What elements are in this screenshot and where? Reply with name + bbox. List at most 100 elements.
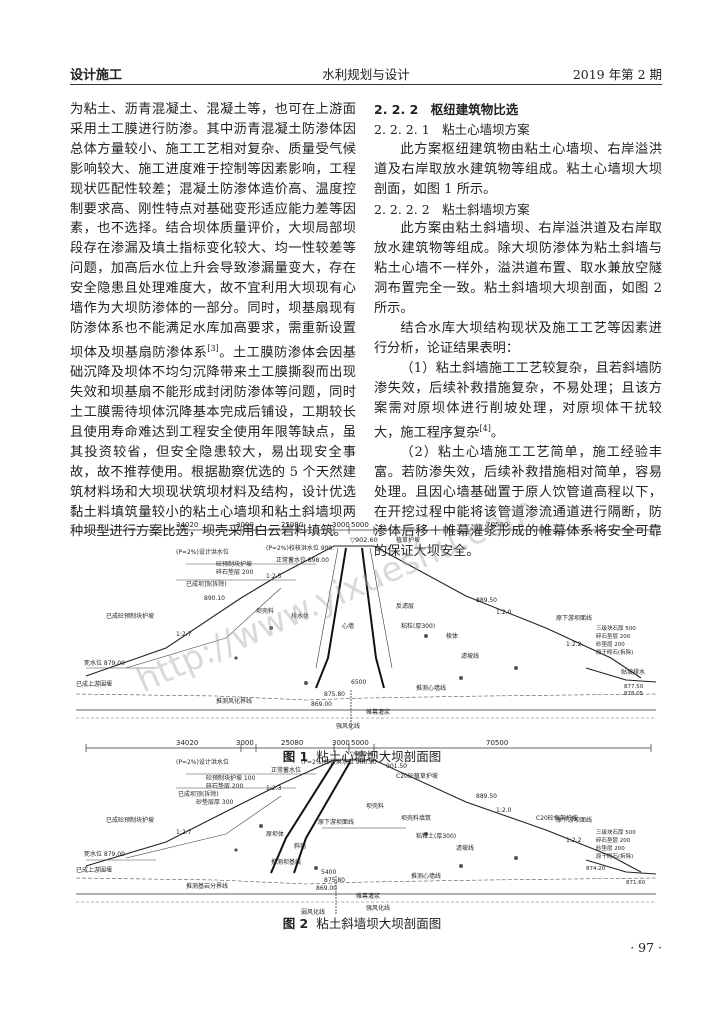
figure-label: 3000 — [332, 739, 350, 747]
figure-label: 砂垫层 200 — [596, 640, 625, 648]
figure-label: 棱体 — [446, 632, 458, 640]
figure-label: 砂垫层 200 — [596, 844, 625, 852]
figure-label: 5000 — [351, 739, 369, 747]
figure-label: 已成砼预制块护坡 — [106, 816, 154, 824]
figure-label: 原下游坝面线 — [556, 614, 592, 622]
figure-label: 已成坝顶(拆除) — [186, 580, 227, 588]
figure-label: 1:2.7 — [176, 829, 192, 836]
figure-label: 889.50 — [476, 597, 497, 604]
left-column: 为粘土、沥青混凝土、混凝土等，也可在上游面采用土工膜进行防渗。其中沥青混凝土防渗… — [70, 100, 356, 542]
figure-label: 三级块石厚 500 — [596, 624, 636, 632]
header-section: 设计施工 — [70, 68, 123, 83]
figure-label: 碎石垫层 200 — [596, 836, 631, 844]
figure-label: 植草护坡 — [396, 536, 420, 544]
figure-label: 1:2.2 — [566, 837, 582, 844]
figure-label: 已成上游围堰 — [76, 680, 112, 688]
figure-label: 推测心墙线 — [411, 872, 441, 880]
figure-label: 3000 — [236, 739, 254, 747]
fig1-dim-4: 3000 — [332, 521, 350, 529]
heading-2-2-2-1: 2. 2. 2. 1 粘土心墙坝方案 — [374, 121, 530, 137]
figure-label: 死水位 879.00 — [84, 850, 125, 858]
citation-4[interactable]: [4] — [479, 423, 491, 433]
figure-label: 砼预制块护坡 — [216, 560, 252, 568]
figure-label: 原干砌石(拆除) — [596, 648, 633, 656]
figure-label: 877.50 — [624, 684, 644, 690]
figure-label: C20砼植草护坡 — [396, 772, 438, 780]
figure-label: 滤坡线 — [461, 652, 479, 660]
fig1-dim-6: 70500 — [486, 521, 508, 529]
header-journal: 水利规划与设计 — [322, 67, 410, 82]
figure-label: 帷幕灌浆 — [366, 708, 390, 716]
figure-label: 869.00 — [316, 885, 337, 892]
para-sloping-wall-scheme: 此方案由粘土斜墙坝、右岸溢洪道及右岸取放水建筑物等组成。除大坝防渗体为粘土斜墙与… — [374, 221, 662, 317]
right-column: 2. 2. 2 枢纽建筑物比选 2. 2. 2. 1 粘土心墙坝方案 此方案枢纽… — [374, 100, 662, 562]
figure-label: 弱风化线 — [301, 908, 325, 916]
figure-label: 帷幕灌浆 — [356, 892, 380, 900]
figure-label: 878.05 — [624, 691, 644, 697]
figure-label: 原下游坝面线 — [556, 816, 592, 824]
figure-label: 正常蓄水位 898.00 — [276, 556, 329, 564]
figure-label: 1:2.5 — [266, 573, 282, 580]
figure-label: 坝壳料填筑 — [401, 814, 431, 822]
figure-label: 排水体 — [291, 612, 309, 620]
figure-1-core-wall-section: 34020 3000 25080 3000 5000 70500 ▽902.60… — [75, 521, 657, 730]
citation-3[interactable]: [3] — [207, 343, 219, 353]
figure-label: 砂垫层厚 300 — [196, 798, 234, 806]
figure-label: 889.50 — [476, 793, 497, 800]
figure-label: 原下游坝面线 — [318, 818, 354, 826]
figure-label: 强风化线 — [366, 904, 390, 912]
figure-label: (P=2%)设计洪水位 — [176, 758, 229, 766]
left-paragraph: 为粘土、沥青混凝土、混凝土等，也可在上游面采用土工膜进行防渗。其中沥青混凝土防渗… — [70, 102, 356, 540]
fig1-dim-1: 34020 — [176, 521, 198, 529]
figure-label: 推测坝基线 — [271, 858, 301, 866]
fig1-dim-5: 5000 — [351, 521, 369, 529]
figure-label: 碎石垫层 200 — [216, 568, 254, 576]
running-header: 设计施工 水利规划与设计 2019 年第 2 期 — [70, 62, 662, 85]
para-analysis: 结合水库大坝结构现状及施工工艺等因素进行分析，论证结果表明： — [374, 320, 662, 356]
figure-label: 869.00 — [311, 701, 332, 708]
figure-label: 1:2.3 — [266, 785, 282, 792]
figure-label: 已成坝顶(拆除) — [178, 790, 219, 798]
figure-label: 875.80 — [324, 691, 345, 698]
figure-label: 砼预制块护坡 100 — [206, 774, 256, 782]
para-core-wall-scheme: 此方案枢纽建筑物由粘土心墙坝、右岸溢洪道及右岸取放水建筑物等组成。粘土心墙坝大坝… — [374, 141, 662, 197]
figure-label: 1:2.7 — [176, 631, 192, 638]
figure-label: 890.10 — [204, 595, 225, 602]
header-issue: 2019 年第 2 期 — [572, 67, 662, 82]
figure-label: 1:2.2 — [566, 641, 582, 648]
figure-label: 粘粒(厚300) — [401, 622, 435, 630]
figure-label: 6500 — [351, 679, 366, 686]
figure-label: 871.60 — [626, 880, 646, 886]
figure-label: 死水位 879.00 — [84, 659, 125, 667]
figure-label: (P=2%)设计洪水位 — [176, 548, 229, 556]
figure-label: 874.20 — [586, 866, 606, 872]
figure-label: 25080 — [281, 739, 303, 747]
figure-label: C20砼框架护坡 — [536, 814, 578, 822]
figure-label: ▽902.60 — [350, 536, 378, 544]
figure-label: 坝壳料 — [366, 802, 384, 810]
page-number: · 97 · — [630, 940, 662, 955]
figure-label: 推测风化界线 — [216, 697, 252, 705]
fig1-dim-3: 25080 — [281, 521, 303, 529]
figure-label: 斜墙 — [294, 842, 306, 850]
figure-label: 滤坡线 — [456, 844, 474, 852]
figure-label: (P=2%)校核洪水位 900. — [266, 544, 334, 552]
figure-label: 原干砌石(拆除) — [596, 852, 633, 860]
figure-label: 心墙 — [342, 622, 354, 630]
figure-label: 原坝体 — [266, 830, 284, 838]
figure-label: 70500 — [486, 739, 508, 747]
para-point-1: （1）粘土斜墙施工工艺较复杂，且若斜墙防渗失效，后续补救措施复杂，不易处理；且该… — [374, 360, 662, 440]
heading-2-2-2-2: 2. 2. 2. 2 粘土斜墙坝方案 — [374, 201, 530, 217]
figure-label: 碎石垫层 200 — [596, 632, 631, 640]
figure-label: 三级块石厚 500 — [596, 828, 636, 836]
figure-label: 901.50 — [386, 763, 407, 770]
figure-label: 已成砼预制块护坡 — [106, 612, 154, 620]
figure-label: 反滤层 — [396, 602, 414, 610]
figure-label: 坝壳料 — [256, 607, 274, 615]
figure-label: 推测心墙线 — [416, 684, 446, 692]
figure-label: 1:2.0 — [496, 609, 512, 616]
figure-2-sloping-wall-section: 34020 3000 25080 3000 5000 70500 ▽902.60… — [75, 739, 657, 916]
figure-label: 强风化线 — [336, 722, 360, 730]
figure-label: 粘粒土(厚300) — [416, 832, 456, 840]
